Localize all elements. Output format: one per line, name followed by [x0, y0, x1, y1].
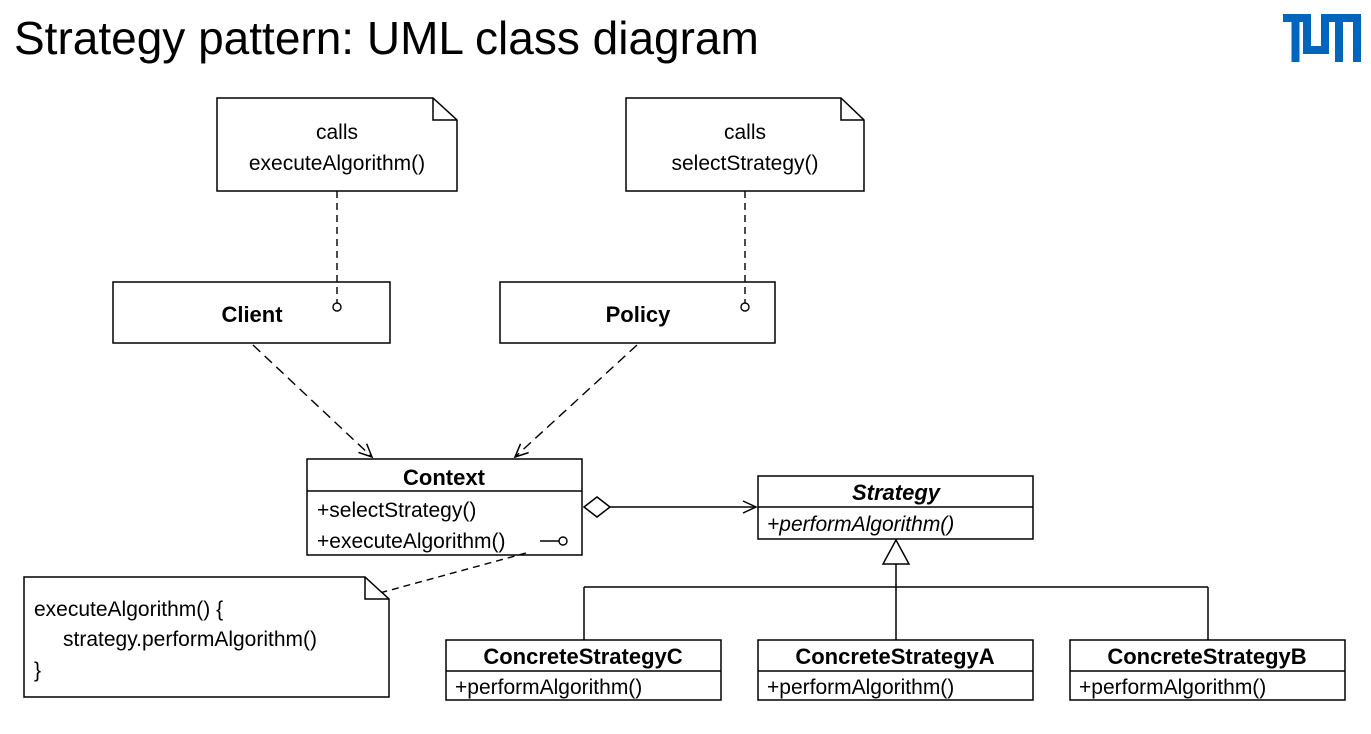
- code-note-line-2: strategy.performAlgorithm(): [63, 628, 317, 651]
- code-note-line-1: executeAlgorithm() {: [34, 598, 223, 621]
- policy-note-line-2: selectStrategy(): [671, 152, 818, 175]
- client-class: Client: [112, 281, 391, 344]
- concrete-strategy-a-class: ConcreteStrategyA +performAlgorithm(): [757, 639, 1034, 701]
- policy-note: calls selectStrategy(): [625, 97, 865, 192]
- tum-logo: [1283, 14, 1361, 62]
- policy-note-anchor-point: [740, 302, 750, 312]
- client-context-dependency: [252, 344, 374, 459]
- policy-class-name: Policy: [606, 302, 672, 327]
- generalization-triangle: [881, 538, 911, 565]
- context-note-anchor-point: [558, 536, 568, 546]
- client-note: calls executeAlgorithm(): [216, 97, 458, 192]
- client-class-name: Client: [221, 302, 283, 327]
- strategy-op-perform-algorithm: +performAlgorithm(): [767, 513, 954, 536]
- concrete-strategy-a-name: ConcreteStrategyA: [795, 644, 994, 669]
- code-note-line-3: }: [34, 659, 41, 682]
- context-op-execute-algorithm: +executeAlgorithm(): [317, 530, 506, 553]
- concrete-strategy-c-name: ConcreteStrategyC: [483, 644, 682, 669]
- concrete-strategy-c-op: +performAlgorithm(): [455, 676, 642, 699]
- concrete-strategy-b-op: +performAlgorithm(): [1079, 676, 1266, 699]
- context-class: Context +selectStrategy() +executeAlgori…: [306, 458, 583, 556]
- client-note-anchor-point: [332, 302, 342, 312]
- concrete-strategy-a-op: +performAlgorithm(): [767, 676, 954, 699]
- policy-class: Policy: [499, 281, 776, 344]
- strategy-class-name: Strategy: [852, 480, 942, 505]
- context-class-name: Context: [403, 465, 486, 490]
- concrete-strategy-b-name: ConcreteStrategyB: [1107, 644, 1306, 669]
- concrete-strategy-c-class: ConcreteStrategyC +performAlgorithm(): [445, 639, 722, 701]
- policy-note-line-1: calls: [724, 121, 766, 144]
- policy-context-dependency: [513, 344, 638, 459]
- client-note-line-2: executeAlgorithm(): [249, 152, 425, 175]
- context-op-select-strategy: +selectStrategy(): [317, 499, 476, 522]
- page-title: Strategy pattern: UML class diagram: [14, 12, 759, 64]
- execute-algorithm-note: executeAlgorithm() { strategy.performAlg…: [23, 576, 390, 698]
- client-note-line-1: calls: [316, 121, 358, 144]
- concrete-strategy-b-class: ConcreteStrategyB +performAlgorithm(): [1069, 639, 1346, 701]
- context-note-anchor: [364, 552, 527, 598]
- strategy-class: Strategy +performAlgorithm(): [757, 475, 1034, 540]
- aggregation-diamond: [582, 496, 612, 518]
